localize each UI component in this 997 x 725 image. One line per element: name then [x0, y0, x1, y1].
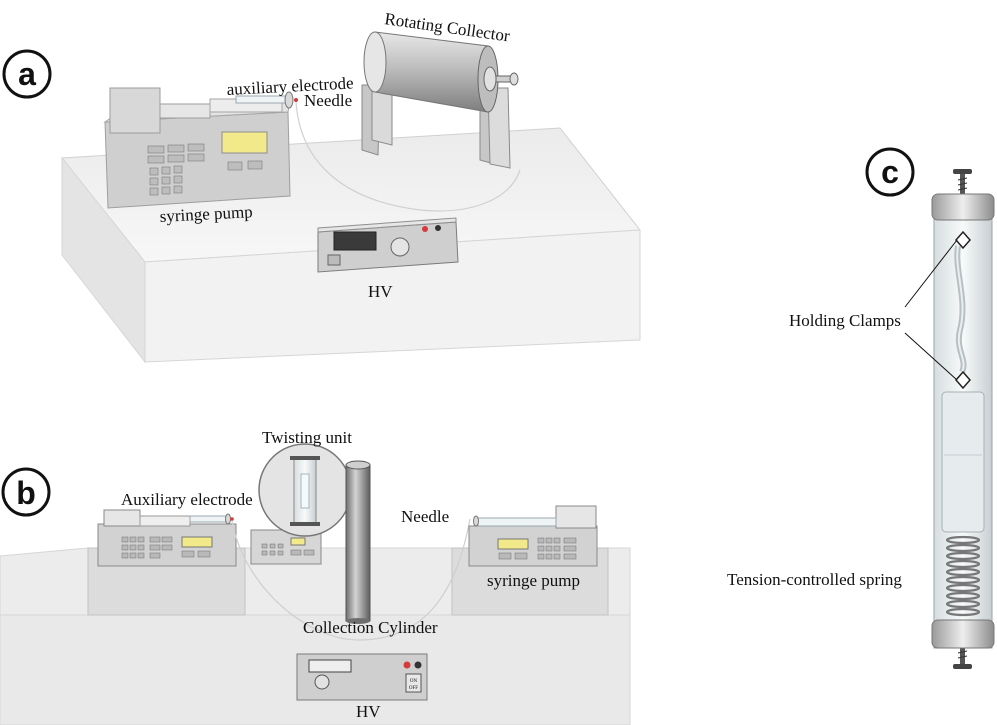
panel-b-label-twisting-unit: Twisting unit [262, 428, 352, 447]
panel-b-letter: b [16, 475, 36, 511]
panel-a-rotating-collector [361, 31, 519, 169]
panel-b: ON OFF b Twisting unit Auxiliary electro… [0, 428, 631, 725]
panel-a-label-syringe-pump: syringe pump [159, 202, 253, 226]
panel-b-hv-off: OFF [409, 686, 418, 691]
panel-b-badge [1, 467, 51, 517]
panel-a-syringe-pump [103, 87, 291, 209]
panel-c: c Holding Clamps Tension-controlled spri… [727, 147, 995, 669]
panel-b-left-syringe-pump [97, 509, 237, 567]
panel-b-hv-on: ON [410, 679, 418, 684]
panel-b-wires [231, 518, 471, 641]
panel-a-wire [295, 101, 521, 212]
panel-c-letter: c [881, 154, 899, 190]
panel-c-badge [865, 147, 915, 197]
panel-c-piston [941, 391, 985, 533]
panel-a-hv-display [333, 231, 377, 251]
panel-c-leader-top [904, 239, 958, 308]
panel-b-label-collection-cylinder: Collection Cylinder [303, 618, 438, 637]
panel-b-twisting-unit [258, 443, 352, 537]
panel-c-clamp-bottom [955, 370, 971, 390]
panel-a-needle-tip [294, 98, 298, 102]
panel-c-bottom-cap [931, 619, 995, 649]
panel-a-label-needle: Needle [304, 91, 352, 110]
panel-b-right-syringe-pump [468, 505, 598, 567]
panel-a-letter: a [18, 56, 36, 92]
panel-a-pump-display [221, 131, 268, 154]
panel-a-auxiliary-electrode [284, 91, 294, 109]
panel-c-label-holding-clamps: Holding Clamps [789, 311, 901, 330]
panel-c-clamp-top [955, 230, 971, 250]
panel-c-label-tension-spring: Tension-controlled spring [727, 570, 902, 589]
panel-a-hv-supply [317, 217, 459, 273]
panel-a-table-side [61, 156, 146, 364]
panel-c-top-cap [931, 193, 995, 221]
panel-c-spring [945, 535, 981, 617]
panel-b-hv-supply: ON OFF [296, 653, 428, 701]
panel-a: a Rotating Collector auxiliary electrode… [2, 9, 641, 364]
panel-b-label-auxiliary-electrode: Auxiliary electrode [121, 490, 253, 509]
panel-b-label-needle: Needle [401, 507, 449, 526]
panel-a-label-hv: HV [368, 282, 393, 301]
panel-b-label-syringe-pump: syringe pump [487, 571, 580, 590]
panel-a-badge [2, 49, 52, 99]
panel-b-collection-cylinder [345, 460, 371, 624]
panel-b-label-hv: HV [356, 702, 381, 721]
panel-c-leader-bottom [904, 332, 958, 381]
